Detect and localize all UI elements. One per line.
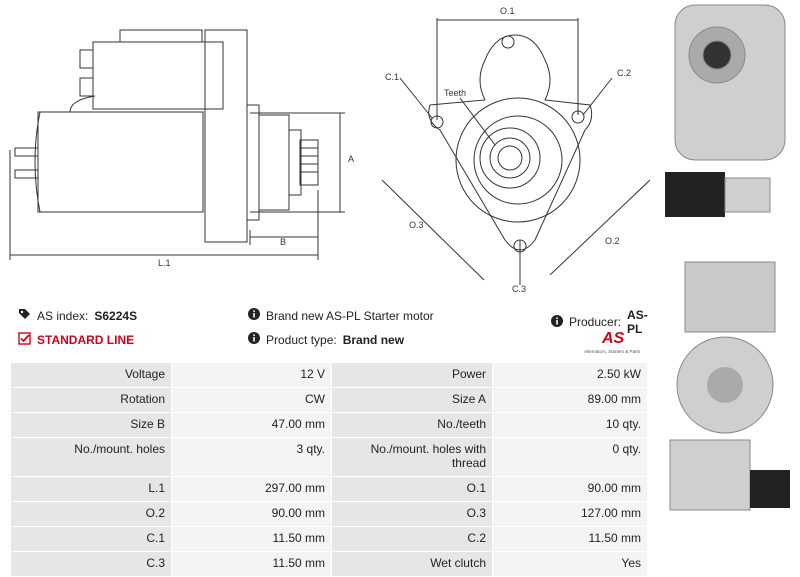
label-o3: O.3 xyxy=(409,220,424,230)
description: Brand new AS-PL Starter motor xyxy=(248,308,434,323)
spec-value: 12 V xyxy=(171,362,332,388)
spec-value: Yes xyxy=(492,551,648,577)
label-teeth: Teeth xyxy=(444,88,466,98)
spec-value: 297.00 mm xyxy=(171,476,332,502)
spec-key: Wet clutch xyxy=(331,551,493,577)
as-index-value: S6224S xyxy=(94,309,138,323)
spec-key: C.1 xyxy=(10,526,172,552)
spec-value: 47.00 mm xyxy=(171,412,332,438)
label-o2: O.2 xyxy=(605,236,620,246)
spec-key: No./mount. holes xyxy=(10,437,172,477)
as-pl-logo: AS Alternators, Starters & Parts xyxy=(584,330,641,354)
as-index: AS index: S6224S xyxy=(18,308,137,324)
spec-key: Size A xyxy=(331,387,493,413)
photo-front xyxy=(674,4,786,161)
spec-key: Size B xyxy=(10,412,172,438)
info-icon xyxy=(248,308,260,323)
tag-icon xyxy=(18,308,31,324)
product-type-label: Product type: xyxy=(266,332,337,347)
label-l1: L.1 xyxy=(158,258,171,268)
photo-angle xyxy=(669,439,790,511)
standard-line-label: STANDARD LINE xyxy=(37,333,135,347)
spec-value: 11.50 mm xyxy=(171,526,332,552)
photo-side xyxy=(665,172,771,217)
label-b: B xyxy=(280,237,286,247)
product-type-value: Brand new xyxy=(342,332,405,347)
standard-line: STANDARD LINE xyxy=(18,332,134,348)
spec-value: 90.00 mm xyxy=(171,501,332,527)
spec-key: Rotation xyxy=(10,387,172,413)
spec-value: 127.00 mm xyxy=(492,501,648,527)
photo-rear xyxy=(676,261,776,434)
info-icon xyxy=(551,314,563,330)
spec-key: O.2 xyxy=(10,501,172,527)
label-a: A xyxy=(348,154,354,164)
svg-text:AS: AS xyxy=(601,330,625,347)
spec-value: 0 qty. xyxy=(492,437,648,477)
checkbox-icon xyxy=(18,332,31,348)
spec-key: L.1 xyxy=(10,476,172,502)
motor-body xyxy=(37,111,204,213)
spec-value: 11.50 mm xyxy=(171,551,332,577)
product-info: AS index: S6224S STANDARD LINE Brand new… xyxy=(10,306,650,356)
info-icon xyxy=(248,332,260,347)
producer: Producer: AS-PL xyxy=(551,308,650,336)
spec-key: C.2 xyxy=(331,526,493,552)
product-photos xyxy=(665,4,790,511)
spec-key: O.3 xyxy=(331,501,493,527)
producer-label: Producer: xyxy=(569,315,622,329)
label-c1: C.1 xyxy=(385,72,399,82)
producer-value: AS-PL xyxy=(627,308,648,336)
spec-value: 90.00 mm xyxy=(492,476,648,502)
spec-value: 11.50 mm xyxy=(492,526,648,552)
spec-value: 2.50 kW xyxy=(492,362,648,388)
spec-value: 10 qty. xyxy=(492,412,648,438)
solenoid xyxy=(92,41,224,110)
svg-text:Alternators, Starters & Parts: Alternators, Starters & Parts xyxy=(584,349,641,354)
label-c2: C.2 xyxy=(617,68,631,78)
mount-flange xyxy=(428,34,593,251)
spec-key: Power xyxy=(331,362,493,388)
spec-key: Voltage xyxy=(10,362,172,388)
spec-value: 89.00 mm xyxy=(492,387,648,413)
label-c3: C.3 xyxy=(512,284,526,294)
product-type: Product type: Brand new xyxy=(248,332,404,347)
spec-value: 3 qty. xyxy=(171,437,332,477)
description-text: Brand new AS-PL Starter motor xyxy=(266,308,434,323)
technical-drawing: A B L.1 O.1 O.2 O.3 C.1 C.2 C.3 Teeth xyxy=(9,6,650,294)
as-index-label: AS index: xyxy=(37,309,89,323)
spec-key: No./mount. holes with thread xyxy=(331,437,493,477)
spec-key: No./teeth xyxy=(331,412,493,438)
spec-key: C.3 xyxy=(10,551,172,577)
spec-key: O.1 xyxy=(331,476,493,502)
spec-value: CW xyxy=(171,387,332,413)
label-o1: O.1 xyxy=(500,6,515,16)
